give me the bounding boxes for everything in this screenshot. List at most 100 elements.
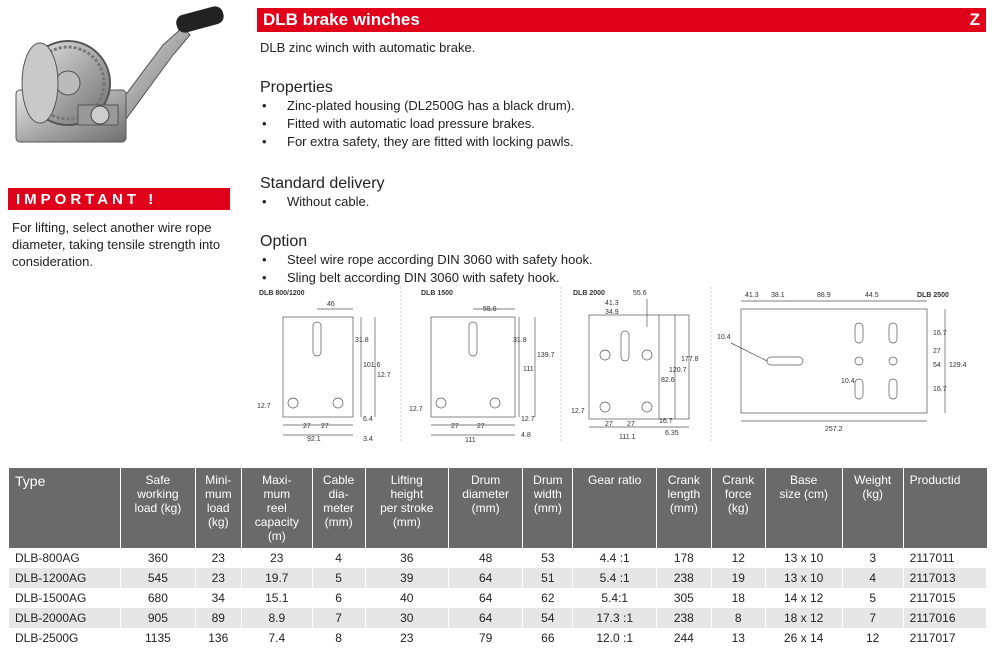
column-header-line: load (kg) <box>134 501 182 515</box>
table-cell: 51 <box>522 568 574 588</box>
table-cell: 136 <box>195 628 243 648</box>
table-cell: 26 x 14 <box>765 628 843 648</box>
column-header-line: Crank <box>667 473 700 487</box>
column-header-line: capacity <box>254 515 299 529</box>
dim-label: 44.5 <box>865 292 879 299</box>
table-cell: 4.4 :1 <box>572 548 657 568</box>
dim-label: 31.8 <box>513 337 527 344</box>
important-banner: IMPORTANT ! <box>8 188 230 210</box>
list-item: Without cable. <box>260 193 385 211</box>
column-header-line: Productid <box>909 473 961 487</box>
dim-label: 92.1 <box>307 436 321 443</box>
table-cell: 23 <box>365 628 450 648</box>
dim-label: 82.6 <box>661 377 675 384</box>
table-cell: 15.1 <box>241 588 313 608</box>
dim-label: 88.9 <box>817 292 831 299</box>
drawing-dlb-2000: DLB 2000 55.6 41.3 34.9 177.8 120.7 82.6… <box>571 290 699 441</box>
table-cell: 7 <box>312 608 366 628</box>
table-cell: 64 <box>448 568 524 588</box>
dim-label: 54 <box>933 362 941 369</box>
column-header-line: force <box>724 487 752 501</box>
table-cell: 5.4 :1 <box>572 568 657 588</box>
dim-label: 257.2 <box>825 426 843 433</box>
table-cell: 18 <box>711 588 766 608</box>
table-cell: 2117016 <box>903 608 988 628</box>
dim-label: 27 <box>477 423 485 430</box>
dim-label: 27 <box>303 423 311 430</box>
column-header-line: load <box>206 501 230 515</box>
table-cell: 7.4 <box>241 628 313 648</box>
dim-label: 12.7 <box>377 372 391 379</box>
table-cell: 8 <box>711 608 766 628</box>
column-header-line: (mm) <box>392 515 421 529</box>
table-cell: 23 <box>195 548 243 568</box>
column-header-line: Weight <box>854 473 892 487</box>
table-cell: 305 <box>656 588 712 608</box>
dim-label: 111.1 <box>619 434 636 441</box>
table-cell: 238 <box>656 568 712 588</box>
column-header-line: length <box>667 487 701 501</box>
table-cell: 2117017 <box>903 628 988 648</box>
column-header-line: meter <box>323 501 354 515</box>
section-properties: Properties Zinc-plated housing (DL2500G … <box>260 78 575 151</box>
drawing-label: DLB 2000 <box>573 290 605 297</box>
table-cell: 5 <box>842 588 904 608</box>
table-cell: 19.7 <box>241 568 313 588</box>
column-header: Productid <box>903 468 987 548</box>
table-cell: 64 <box>448 608 524 628</box>
table-cell: 1135 <box>120 628 196 648</box>
section-option: Option Steel wire rope according DIN 306… <box>260 232 593 287</box>
table-cell: 6 <box>312 588 366 608</box>
column-header-line: (m) <box>267 529 286 543</box>
column-header-line: (kg) <box>727 501 749 515</box>
list-item: For extra safety, they are fitted with l… <box>260 133 575 151</box>
section-title: Properties <box>260 79 333 96</box>
table-cell: 79 <box>448 628 524 648</box>
column-header-line: width <box>533 487 562 501</box>
column-header-line: Mini- <box>205 473 232 487</box>
drawing-label: DLB 2500 <box>917 292 949 299</box>
table-cell: 18 x 12 <box>765 608 843 628</box>
column-header: Gear ratio <box>572 468 657 548</box>
dim-label: 41.3 <box>745 292 759 299</box>
dim-label: 111 <box>523 366 534 373</box>
column-header-line: (mm) <box>533 501 562 515</box>
column-header-line: Base <box>790 473 818 487</box>
column-header-line: mum <box>204 487 232 501</box>
dim-label: 4.8 <box>521 432 531 439</box>
dim-label: 27 <box>451 423 459 430</box>
section-letter: Z <box>969 10 980 29</box>
column-header-line: mum <box>263 487 291 501</box>
dim-label: 12.7 <box>409 406 423 413</box>
table-cell: 12 <box>842 628 904 648</box>
winch-photo <box>15 6 224 143</box>
table-cell: DLB-2000AG <box>9 608 122 628</box>
dim-label: 34.9 <box>605 309 619 316</box>
dim-label: 12.7 <box>257 403 271 410</box>
table-cell: 905 <box>120 608 196 628</box>
dim-label: 38.1 <box>771 292 785 299</box>
dim-label: 27 <box>933 348 941 355</box>
table-cell: 39 <box>365 568 450 588</box>
table-cell: 30 <box>365 608 450 628</box>
table-cell: 13 x 10 <box>765 568 843 588</box>
list-item: Fitted with automatic load pressure brak… <box>260 115 575 133</box>
section-standard-delivery: Standard delivery Without cable. <box>260 174 385 211</box>
table-cell: DLB-2500G <box>9 628 122 648</box>
table-cell: 34 <box>195 588 243 608</box>
table-cell: 12 <box>711 548 766 568</box>
table-cell: 2117011 <box>903 548 988 568</box>
table-cell: 66 <box>522 628 574 648</box>
table-cell: 12.0 :1 <box>572 628 657 648</box>
dim-label: 177.8 <box>681 356 699 363</box>
table-cell: DLB-800AG <box>9 548 122 568</box>
drawing-dlb-800-1200: DLB 800/1200 46 31.8 101.6 12.7 12.7 6.4… <box>257 290 391 443</box>
